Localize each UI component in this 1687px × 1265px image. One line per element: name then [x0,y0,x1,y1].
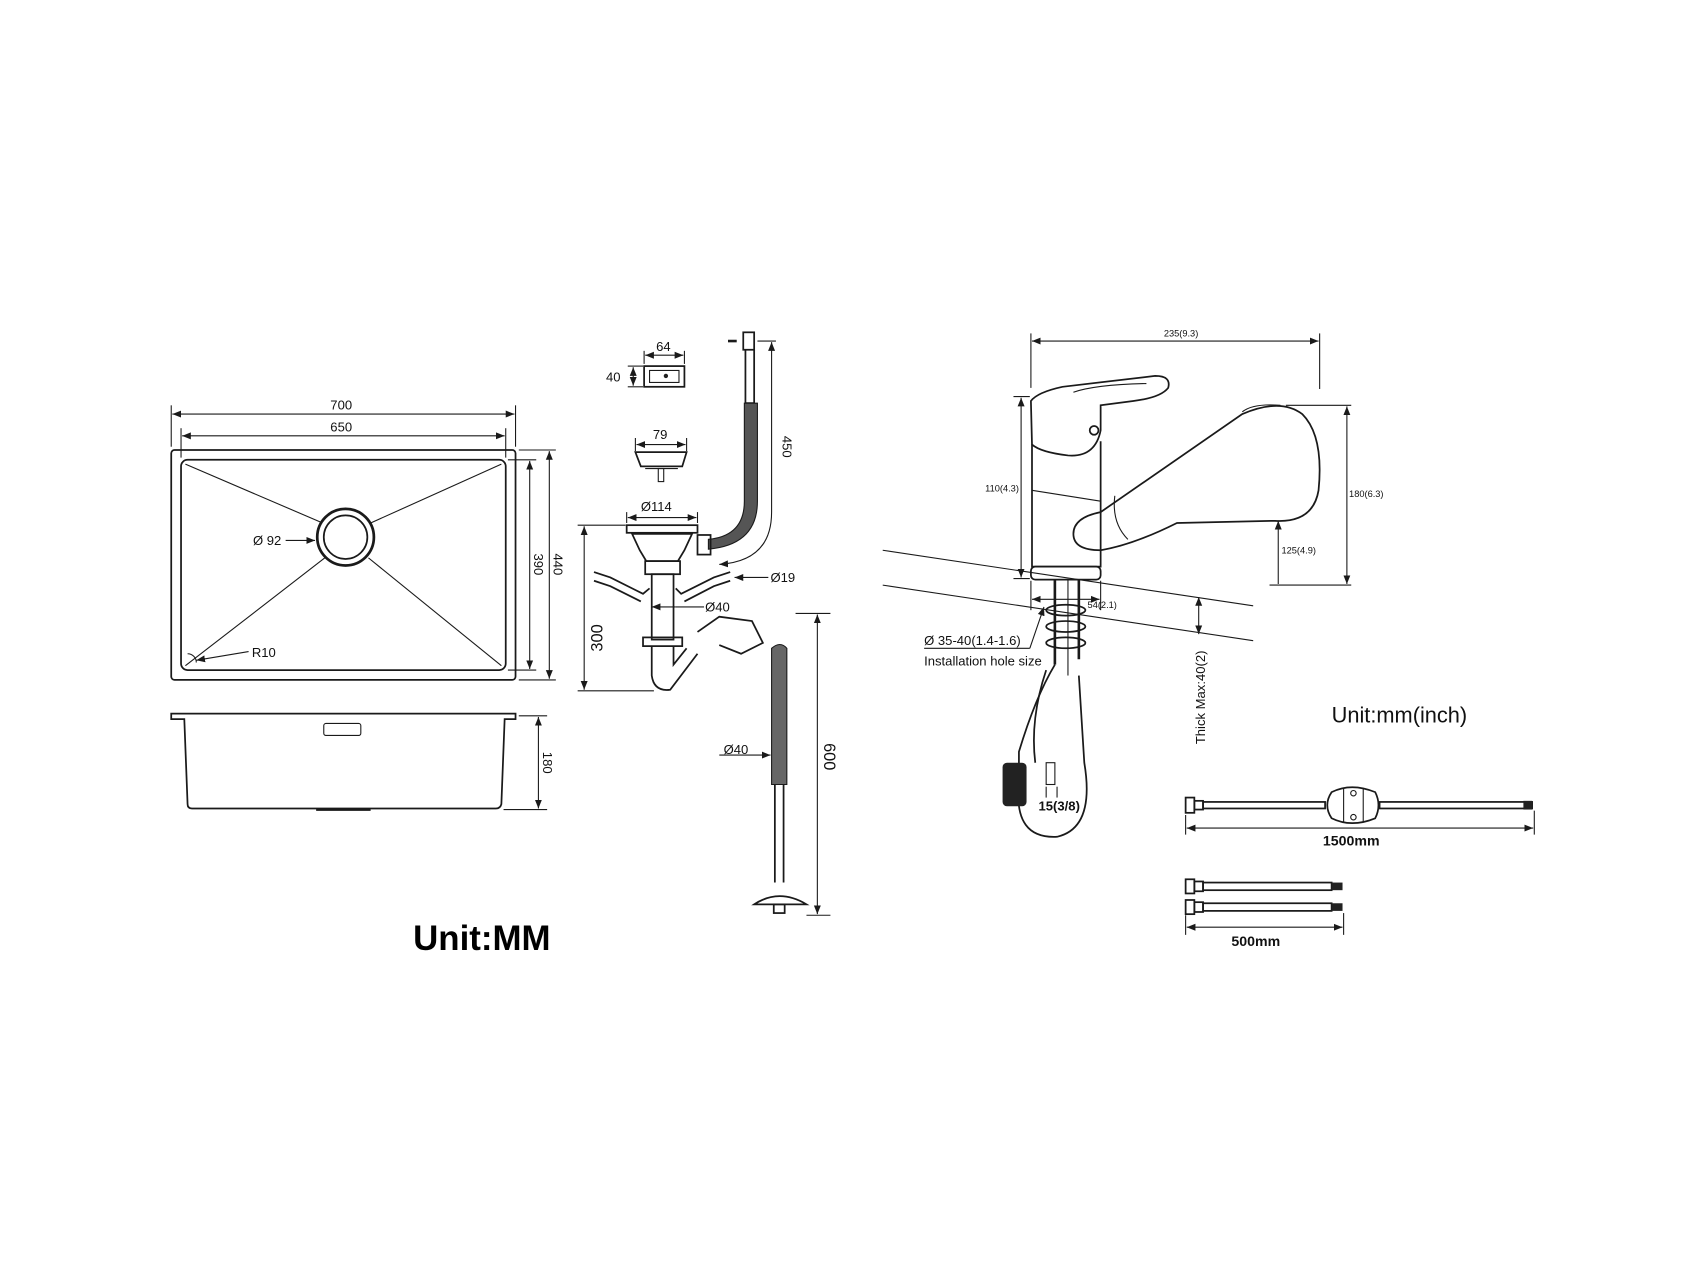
spout-height-label: 125(4.9) [1282,546,1316,556]
strainer-width-label: 79 [653,427,668,442]
inlet-diameter-label: Ø19 [770,570,795,585]
thickness-max-label: Thick Max:40(2) [1193,651,1208,745]
faucet-drawing: 235(9.3) 110(4.3) 180(6.3) 125(4.9) 54(2… [882,329,1468,838]
outer-depth-label: 440 [551,554,566,576]
hole-size-caption: Installation hole size [924,654,1042,669]
corner-radius-label: R10 [252,645,276,660]
overflow-height-label: 40 [606,369,621,384]
reach-label: 235(9.3) [1164,329,1198,339]
lower-pipe-diameter-label: Ø40 [724,742,749,757]
upper-pipe-diameter-label: Ø40 [705,599,730,614]
sink-top-view: Ø 92 R10 700 650 390 440 [170,398,566,681]
drain-kit: 64 40 79 Ø114 Ø19 Ø40 [577,331,838,916]
body-height-label: 110(4.3) [985,483,1019,493]
drain-diameter-label: Ø 92 [253,533,281,548]
base-diameter-label: 54(2.1) [1088,600,1117,610]
overflow-width-label: 64 [656,339,671,354]
drain-hole [315,507,376,567]
inner-depth-label: 390 [531,554,546,576]
hole-size-label: Ø 35-40(1.4-1.6) [924,633,1021,648]
sink-height-label: 180 [540,752,555,774]
total-height-label: 180(6.3) [1349,489,1383,499]
faucet-unit-label: Unit:mm(inch) [1332,702,1468,727]
connector-size-label: 15(3/8) [1039,799,1080,814]
drain-hose-length-label: 600 [820,743,838,770]
short-hose-length-label: 500mm [1231,934,1280,950]
long-hose-length-label: 1500mm [1323,834,1380,850]
flange-diameter-label: Ø114 [641,499,672,514]
sink-side-view: 180 Unit:MM [170,712,555,958]
sink-unit-label: Unit:MM [413,919,550,958]
overflow-hose-length-label: 450 [779,436,794,458]
hoses: 1500mm 500mm [1184,786,1535,950]
outer-width-label: 700 [330,398,352,413]
inner-width-label: 650 [330,419,352,434]
trap-height-label: 300 [589,624,607,651]
